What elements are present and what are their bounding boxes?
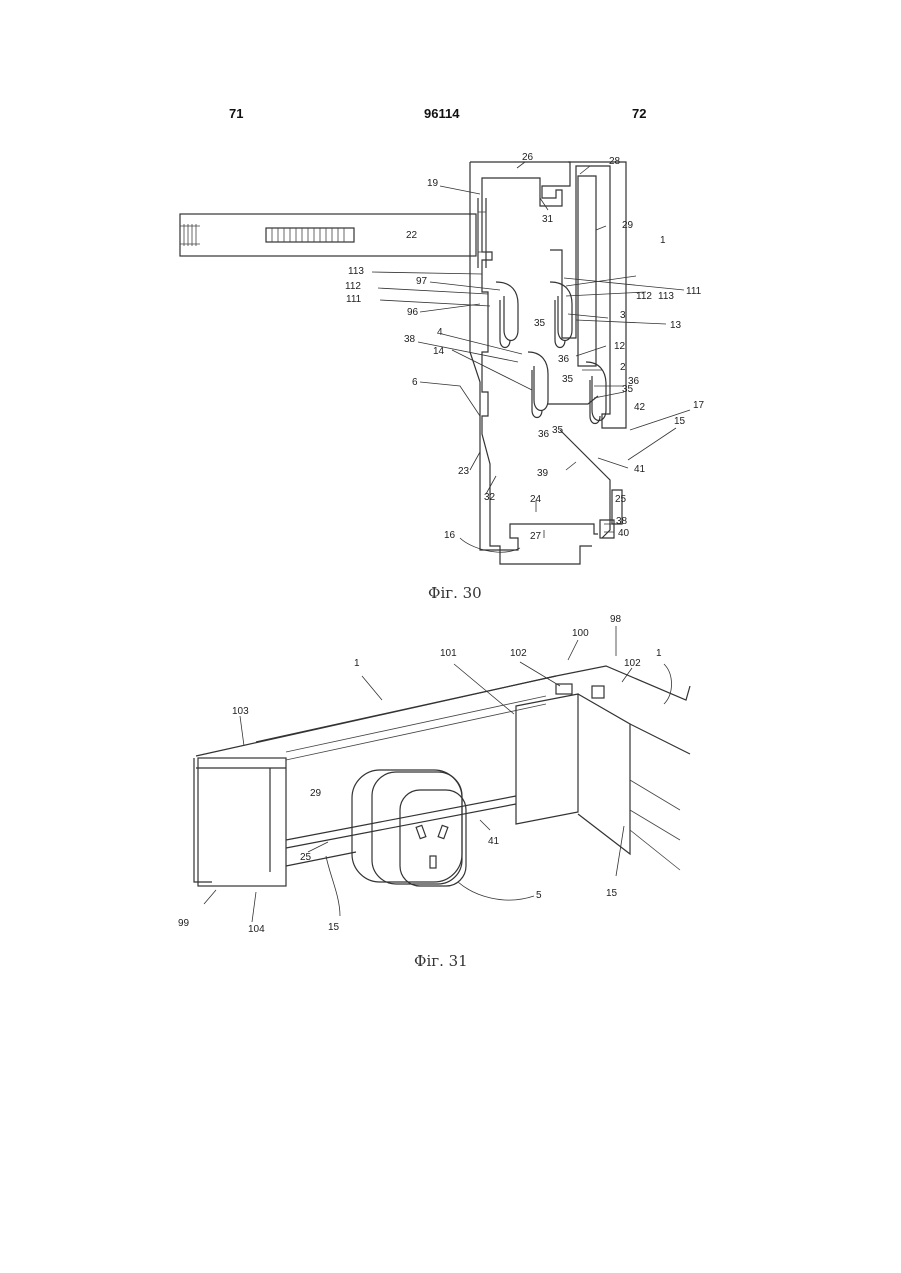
svg-text:15: 15 [606,888,618,899]
svg-text:15: 15 [328,922,340,933]
figure-31-labels: 1 101 102 100 98 102 1 103 29 41 25 15 99 104 5… [178,614,662,935]
svg-text:29: 29 [310,788,322,799]
figure-31-caption: Фiг. 31 [414,952,468,970]
svg-text:104: 104 [248,924,265,935]
svg-text:99: 99 [178,918,190,929]
svg-text:1: 1 [656,648,662,659]
svg-text:100: 100 [572,628,589,639]
svg-text:102: 102 [510,648,527,659]
svg-text:98: 98 [610,614,622,625]
rail-assembly [194,666,690,886]
svg-text:103: 103 [232,706,249,717]
socket-plug [352,770,466,886]
svg-text:5: 5 [536,890,542,901]
svg-text:41: 41 [488,836,500,847]
svg-text:102: 102 [624,658,641,669]
svg-text:25: 25 [300,852,312,863]
svg-text:101: 101 [440,648,457,659]
figure-31-leaders [204,626,672,922]
svg-text:1: 1 [354,658,360,669]
